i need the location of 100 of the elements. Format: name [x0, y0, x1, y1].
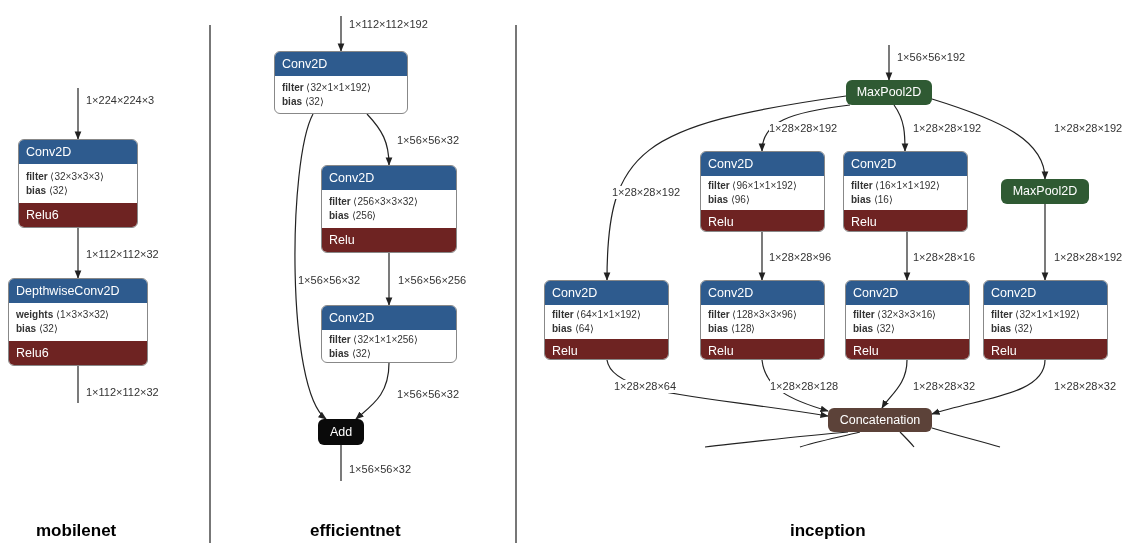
layer-card	[700, 280, 825, 360]
layer-header: Conv2D	[322, 166, 456, 190]
edge-label: 1×28×28×192	[913, 122, 982, 135]
attribute-text: filter ⟨32×1×1×192⟩	[282, 80, 372, 95]
attribute-text: bias ⟨32⟩	[26, 183, 69, 198]
attribute-text: bias ⟨16⟩	[851, 193, 894, 207]
connector-line	[77, 365, 79, 404]
layer-header: Conv2D	[984, 281, 1107, 305]
layer-card	[274, 51, 408, 114]
attribute-text: bias ⟨128⟩	[708, 322, 757, 336]
activation-footer: Relu	[322, 228, 456, 252]
activation-footer: Relu6	[9, 341, 147, 365]
arrow	[885, 44, 893, 81]
attribute-text: bias ⟨32⟩	[329, 347, 372, 361]
activation-footer: Relu	[846, 339, 969, 359]
attribute-text: weights ⟨1×3×3×32⟩	[16, 308, 111, 322]
layer-header: Conv2D	[275, 52, 407, 76]
arrow	[893, 104, 909, 152]
arrow	[366, 113, 393, 166]
edge-label: 1×28×28×32	[913, 380, 976, 393]
arrow	[294, 113, 327, 420]
section-title: inception	[790, 520, 866, 542]
edge-label: 1×28×28×16	[913, 251, 976, 264]
edge-label: 1×56×56×192	[897, 51, 966, 64]
attribute-text: filter ⟨256×3×3×32⟩	[329, 195, 419, 209]
section-title: efficientnet	[310, 520, 401, 542]
edge-label: 1×28×28×64	[614, 380, 677, 393]
arrow	[603, 95, 847, 281]
attribute-text: filter ⟨32×3×3×3⟩	[26, 169, 105, 184]
arrow	[931, 98, 1048, 180]
edge-label: 1×28×28×192	[1054, 122, 1123, 135]
arrow	[337, 15, 345, 52]
arrow	[759, 104, 851, 152]
attribute-text: filter ⟨64×1×1×192⟩	[552, 308, 642, 322]
edge-label: 1×28×28×192	[769, 122, 838, 135]
attribute-text: filter ⟨32×1×1×192⟩	[991, 308, 1081, 322]
layer-header: Conv2D	[545, 281, 668, 305]
activation-footer: Relu	[545, 339, 668, 359]
arrow	[385, 252, 393, 306]
attribute-text: filter ⟨128×3×3×96⟩	[708, 308, 798, 322]
edge-label: 1×112×112×32	[86, 386, 159, 399]
edge-label: 1×56×56×32	[298, 274, 361, 287]
attribute-text: filter ⟨32×1×1×256⟩	[329, 333, 419, 347]
attribute-text: filter ⟨16×1×1×192⟩	[851, 179, 941, 193]
arrow	[355, 362, 390, 420]
activation-footer: Relu	[701, 339, 824, 359]
layer-header: Conv2D	[846, 281, 969, 305]
attribute-text: bias ⟨32⟩	[16, 322, 59, 336]
layer-card	[8, 278, 148, 366]
edge-label: 1×56×56×256	[398, 274, 467, 287]
layer-node: Concatenation	[828, 408, 932, 432]
edge-label: 1×224×224×3	[86, 94, 155, 107]
activation-footer: Relu	[984, 339, 1107, 359]
edge-label: 1×28×28×192	[612, 186, 681, 199]
attribute-text: filter ⟨96×1×1×192⟩	[708, 179, 798, 193]
layer-header: Conv2D	[322, 306, 456, 330]
activation-footer: Relu6	[19, 203, 137, 227]
attribute-text: bias ⟨32⟩	[853, 322, 896, 336]
attribute-text: bias ⟨32⟩	[282, 94, 325, 109]
layer-card	[321, 305, 457, 363]
attribute-text: bias ⟨256⟩	[329, 209, 378, 223]
section-title: mobilenet	[36, 520, 117, 542]
arrow	[74, 87, 82, 140]
edge-label: 1×112×112×192	[349, 18, 428, 31]
connector-line	[799, 431, 861, 448]
layer-card	[843, 151, 968, 232]
layer-card	[845, 280, 970, 360]
edge-label: 1×28×28×96	[769, 251, 832, 264]
connector-line	[931, 427, 1001, 448]
edge-label: 1×112×112×32	[86, 248, 159, 261]
activation-footer: Relu	[701, 210, 824, 231]
connector-line	[899, 431, 915, 448]
layer-node: MaxPool2D	[1001, 179, 1089, 204]
layer-node: MaxPool2D	[846, 80, 932, 105]
attribute-text: bias ⟨96⟩	[708, 193, 751, 207]
layer-header: DepthwiseConv2D	[9, 279, 147, 303]
edge-label: 1×28×28×32	[1054, 380, 1117, 393]
edge-label: 1×28×28×192	[1054, 251, 1123, 264]
attribute-text: bias ⟨32⟩	[991, 322, 1034, 336]
connector-line	[340, 444, 342, 482]
edge-label: 1×28×28×128	[770, 380, 839, 393]
activation-footer: Relu	[844, 210, 967, 231]
layer-header: Conv2D	[844, 152, 967, 176]
attribute-text: filter ⟨32×3×3×16⟩	[853, 308, 938, 322]
layer-card	[18, 139, 138, 228]
arrow	[931, 359, 1046, 415]
edge-label: 1×56×56×32	[397, 388, 460, 401]
arrow	[881, 359, 908, 409]
layer-header: Conv2D	[701, 281, 824, 305]
connector-line	[704, 431, 849, 448]
layer-node: Add	[318, 419, 364, 445]
layer-card	[544, 280, 669, 360]
arrow	[74, 227, 82, 279]
layer-header: Conv2D	[19, 140, 137, 164]
edge-label: 1×56×56×32	[397, 134, 460, 147]
layer-card	[321, 165, 457, 253]
edge-label: 1×56×56×32	[349, 463, 412, 476]
arrow	[1041, 203, 1049, 281]
attribute-text: bias ⟨64⟩	[552, 322, 595, 336]
layer-card	[700, 151, 825, 232]
